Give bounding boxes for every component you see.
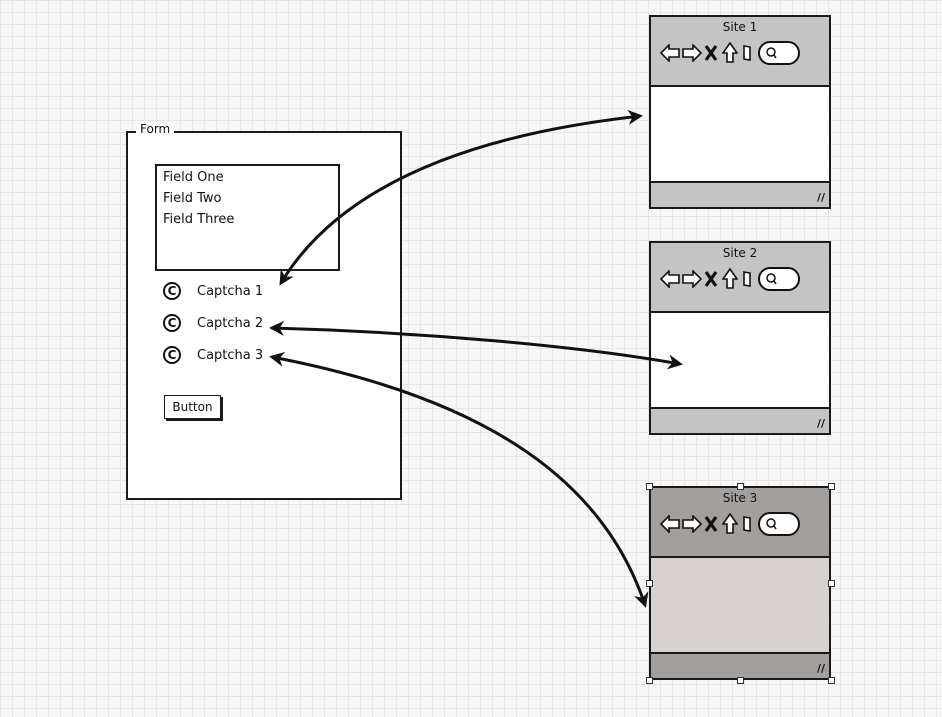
captcha-row-2[interactable]: C Captcha 2 <box>163 311 263 335</box>
forward-arrow-icon[interactable] <box>682 514 704 537</box>
captcha-label-3: Captcha 3 <box>197 347 264 363</box>
list-item-field-two[interactable]: Field Two <box>163 191 222 206</box>
resize-handle[interactable] <box>828 677 835 684</box>
search-icon[interactable] <box>758 41 802 69</box>
home-icon[interactable] <box>721 267 742 294</box>
browser-status-bar: // <box>651 654 829 678</box>
connector-site-1-captcha-1[interactable] <box>279 109 643 286</box>
forward-arrow-icon[interactable] <box>682 269 704 292</box>
bookmark-icon[interactable] <box>742 270 758 292</box>
connector-captcha-3-site-3[interactable] <box>269 351 649 608</box>
back-arrow-icon[interactable] <box>659 269 682 292</box>
stop-icon[interactable] <box>704 515 722 537</box>
resize-handle[interactable] <box>646 677 653 684</box>
back-arrow-icon[interactable] <box>659 514 682 537</box>
bookmark-icon[interactable] <box>742 44 758 66</box>
browser-viewport <box>651 558 829 654</box>
stop-icon[interactable] <box>704 44 722 66</box>
search-icon[interactable] <box>758 267 802 295</box>
captcha-icon: C <box>163 346 181 364</box>
resize-grip-icon[interactable]: // <box>816 417 825 430</box>
browser-window-site-3[interactable]: Site 3 // <box>649 486 831 680</box>
browser-status-bar: // <box>651 183 829 207</box>
browser-title: Site 1 <box>722 20 758 34</box>
form-legend: Form <box>136 122 175 136</box>
browser-status-bar: // <box>651 409 829 433</box>
browser-nav-icons <box>659 267 802 295</box>
captcha-label-2: Captcha 2 <box>197 315 264 331</box>
captcha-icon: C <box>163 314 181 332</box>
captcha-label-1: Captcha 1 <box>197 283 264 299</box>
stop-icon[interactable] <box>704 270 722 292</box>
forward-arrow-icon[interactable] <box>682 43 704 66</box>
connector-captcha-2-site-2[interactable] <box>269 320 683 370</box>
resize-handle[interactable] <box>828 483 835 490</box>
resize-handle[interactable] <box>737 483 744 490</box>
captcha-row-1[interactable]: C Captcha 1 <box>163 279 263 303</box>
browser-toolbar: Site 1 <box>651 17 829 87</box>
browser-window-site-1[interactable]: Site 1 // <box>649 15 831 209</box>
list-item-field-one[interactable]: Field One <box>163 170 224 185</box>
back-arrow-icon[interactable] <box>659 43 682 66</box>
browser-title: Site 3 <box>722 491 758 505</box>
home-icon[interactable] <box>721 512 742 539</box>
browser-toolbar: Site 3 <box>651 488 829 558</box>
resize-grip-icon[interactable]: // <box>816 191 825 204</box>
browser-viewport <box>651 87 829 183</box>
list-item-field-three[interactable]: Field Three <box>163 212 235 227</box>
home-icon[interactable] <box>721 41 742 68</box>
captcha-row-3[interactable]: C Captcha 3 <box>163 343 263 367</box>
captcha-icon: C <box>163 282 181 300</box>
browser-title: Site 2 <box>722 246 758 260</box>
submit-button[interactable]: Button <box>164 395 221 419</box>
browser-nav-icons <box>659 512 802 540</box>
resize-grip-icon[interactable]: // <box>816 662 825 675</box>
resize-handle[interactable] <box>828 580 835 587</box>
resize-handle[interactable] <box>737 677 744 684</box>
search-icon[interactable] <box>758 512 802 540</box>
browser-nav-icons <box>659 41 802 69</box>
browser-toolbar: Site 2 <box>651 243 829 313</box>
bookmark-icon[interactable] <box>742 515 758 537</box>
